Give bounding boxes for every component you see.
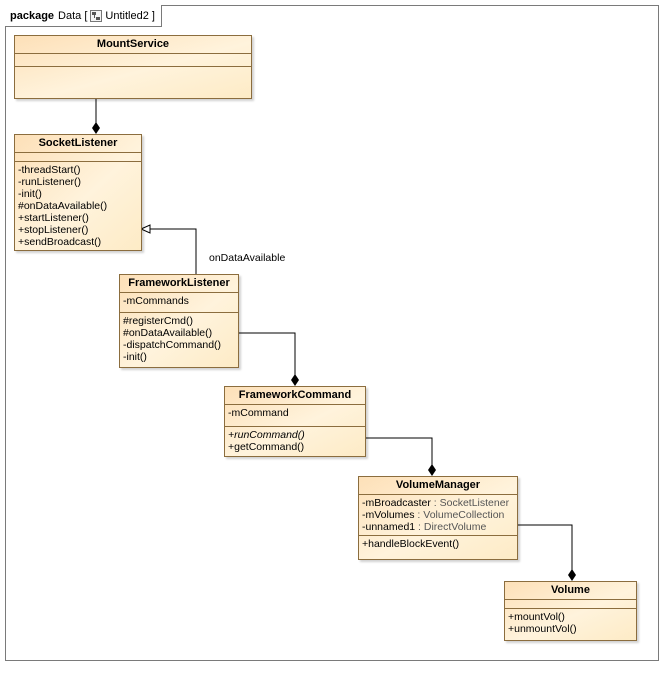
operation: -init() xyxy=(18,188,42,200)
attributes-compartment xyxy=(505,600,636,609)
operations-compartment: -threadStart() -runListener() -init() #o… xyxy=(15,162,141,250)
class-frameworklistener[interactable]: FrameworkListener -mCommands #registerCm… xyxy=(119,274,239,368)
attributes-compartment: -mCommands xyxy=(120,293,238,313)
attribute: -unnamed1 : DirectVolume xyxy=(362,521,514,533)
class-name: SocketListener xyxy=(15,135,141,153)
operation-abstract: +runCommand() xyxy=(228,429,305,441)
attribute-name: -mVolumes xyxy=(362,509,415,521)
operation: +handleBlockEvent() xyxy=(362,538,460,550)
operations-compartment: +handleBlockEvent() xyxy=(359,536,517,552)
attribute: -mBroadcaster : SocketListener xyxy=(362,497,514,509)
package-name: Data [ xyxy=(58,9,88,22)
operations-compartment: +runCommand() +getCommand() xyxy=(225,427,365,455)
generalization-label: onDataAvailable xyxy=(209,252,286,264)
class-name: VolumeManager xyxy=(359,477,517,495)
attribute: -mCommand xyxy=(228,407,289,419)
package-keyword: package xyxy=(10,9,55,22)
operations-compartment: +mountVol() +unmountVol() xyxy=(505,609,636,637)
operation: -dispatchCommand() xyxy=(123,339,222,351)
operation: #onDataAvailable() xyxy=(123,327,213,339)
attributes-compartment: -mBroadcaster : SocketListener -mVolumes… xyxy=(359,495,517,536)
operation: +startListener() xyxy=(18,212,89,224)
attributes-compartment: -mCommand xyxy=(225,405,365,427)
attribute-name: -unnamed1 xyxy=(362,521,416,533)
attribute: -mCommands xyxy=(123,295,189,307)
attributes-compartment xyxy=(15,153,141,162)
class-mountservice[interactable]: MountService xyxy=(14,35,252,99)
attribute-name: -mBroadcaster xyxy=(362,497,431,509)
operation: #registerCmd() xyxy=(123,315,194,327)
class-name: FrameworkCommand xyxy=(225,387,365,405)
package-tab: package Data [ Untitled2 ] xyxy=(5,5,162,27)
operation: #onDataAvailable() xyxy=(18,200,108,212)
operation: +unmountVol() xyxy=(508,623,577,635)
diagram-name: Untitled2 xyxy=(105,9,149,22)
composition-volume-volumemanager xyxy=(517,525,576,581)
class-name: MountService xyxy=(15,36,251,54)
class-volumemanager[interactable]: VolumeManager -mBroadcaster : SocketList… xyxy=(358,476,518,560)
operation: +stopListener() xyxy=(18,224,89,236)
operation: -runListener() xyxy=(18,176,82,188)
operation: +getCommand() xyxy=(228,441,305,453)
generalization-frameworklistener-socketlistener xyxy=(139,224,197,274)
attribute: -mVolumes : VolumeCollection xyxy=(362,509,514,521)
attribute-type: : SocketListener xyxy=(430,497,510,509)
package-frame xyxy=(5,5,659,661)
attributes-compartment xyxy=(15,54,251,67)
operations-compartment xyxy=(15,67,251,101)
operation: -threadStart() xyxy=(18,164,81,176)
diagram-icon xyxy=(90,9,103,22)
class-socketlistener[interactable]: SocketListener -threadStart() -runListen… xyxy=(14,134,142,251)
attribute-type: : VolumeCollection xyxy=(414,509,505,521)
operation: +sendBroadcast() xyxy=(18,236,102,248)
attribute-type: : DirectVolume xyxy=(415,521,487,533)
composition-mountservice-socketlistener xyxy=(92,99,100,134)
operations-compartment: #registerCmd() #onDataAvailable() -dispa… xyxy=(120,313,238,365)
class-frameworkcommand[interactable]: FrameworkCommand -mCommand +runCommand()… xyxy=(224,386,366,457)
tab-close-bracket: ] xyxy=(151,9,155,22)
operation: -init() xyxy=(123,351,147,363)
class-volume[interactable]: Volume +mountVol() +unmountVol() xyxy=(504,581,637,641)
composition-volumemanager-frameworkcommand xyxy=(366,438,436,476)
operation: +mountVol() xyxy=(508,611,565,623)
composition-frameworkcommand-frameworklistener xyxy=(239,333,299,386)
class-name: Volume xyxy=(505,582,636,600)
class-name: FrameworkListener xyxy=(120,275,238,293)
